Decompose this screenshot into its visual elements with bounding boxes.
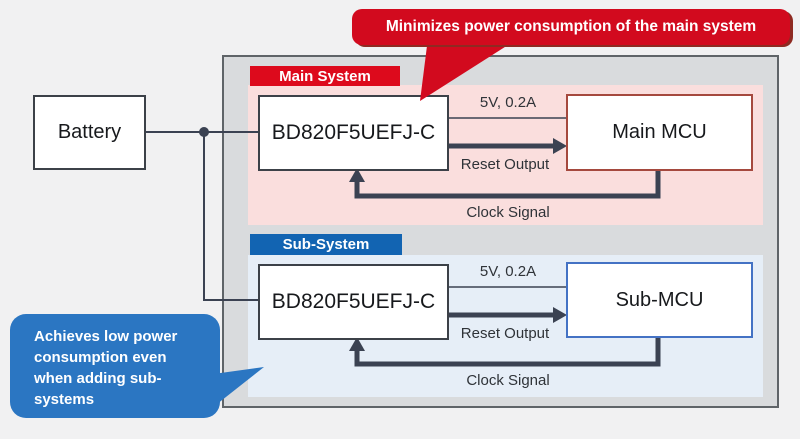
sub-regulator-label: BD820F5UEFJ-C — [271, 290, 436, 313]
sub-clock-label: Clock Signal — [466, 372, 550, 389]
battery-label: Battery — [57, 121, 122, 143]
main-benefit-text: Minimizes power consumption of the main … — [385, 18, 757, 35]
main-reset-label: Reset Output — [460, 156, 550, 173]
sub-reset-label: Reset Output — [460, 325, 550, 342]
main-regulator-box: BD820F5UEFJ-C — [258, 95, 449, 171]
battery-junction-dot — [199, 127, 209, 137]
main-mcu-label: Main MCU — [612, 121, 707, 143]
main-clock-label: Clock Signal — [466, 204, 550, 221]
sub-system-badge-label: Sub-System — [282, 236, 370, 253]
main-system-badge: Main System — [250, 66, 400, 86]
main-system-badge-label: Main System — [279, 67, 371, 85]
battery-box: Battery — [33, 95, 146, 170]
sub-system-badge: Sub-System — [250, 234, 402, 255]
main-mcu-box: Main MCU — [566, 94, 753, 171]
main-regulator-label: BD820F5UEFJ-C — [271, 121, 436, 144]
main-power-label: 5V, 0.2A — [479, 94, 537, 111]
sub-benefit-text: Achieves low power consumption even when… — [34, 328, 178, 408]
sub-mcu-label: Sub-MCU — [615, 288, 704, 311]
main-benefit-callout: Minimizes power consumption of the main … — [352, 9, 790, 45]
sub-regulator-box: BD820F5UEFJ-C — [258, 264, 449, 340]
sub-benefit-callout: Achieves low power consumption even when… — [10, 314, 220, 418]
sub-mcu-box: Sub-MCU — [566, 262, 753, 338]
sub-power-label: 5V, 0.2A — [479, 263, 537, 280]
